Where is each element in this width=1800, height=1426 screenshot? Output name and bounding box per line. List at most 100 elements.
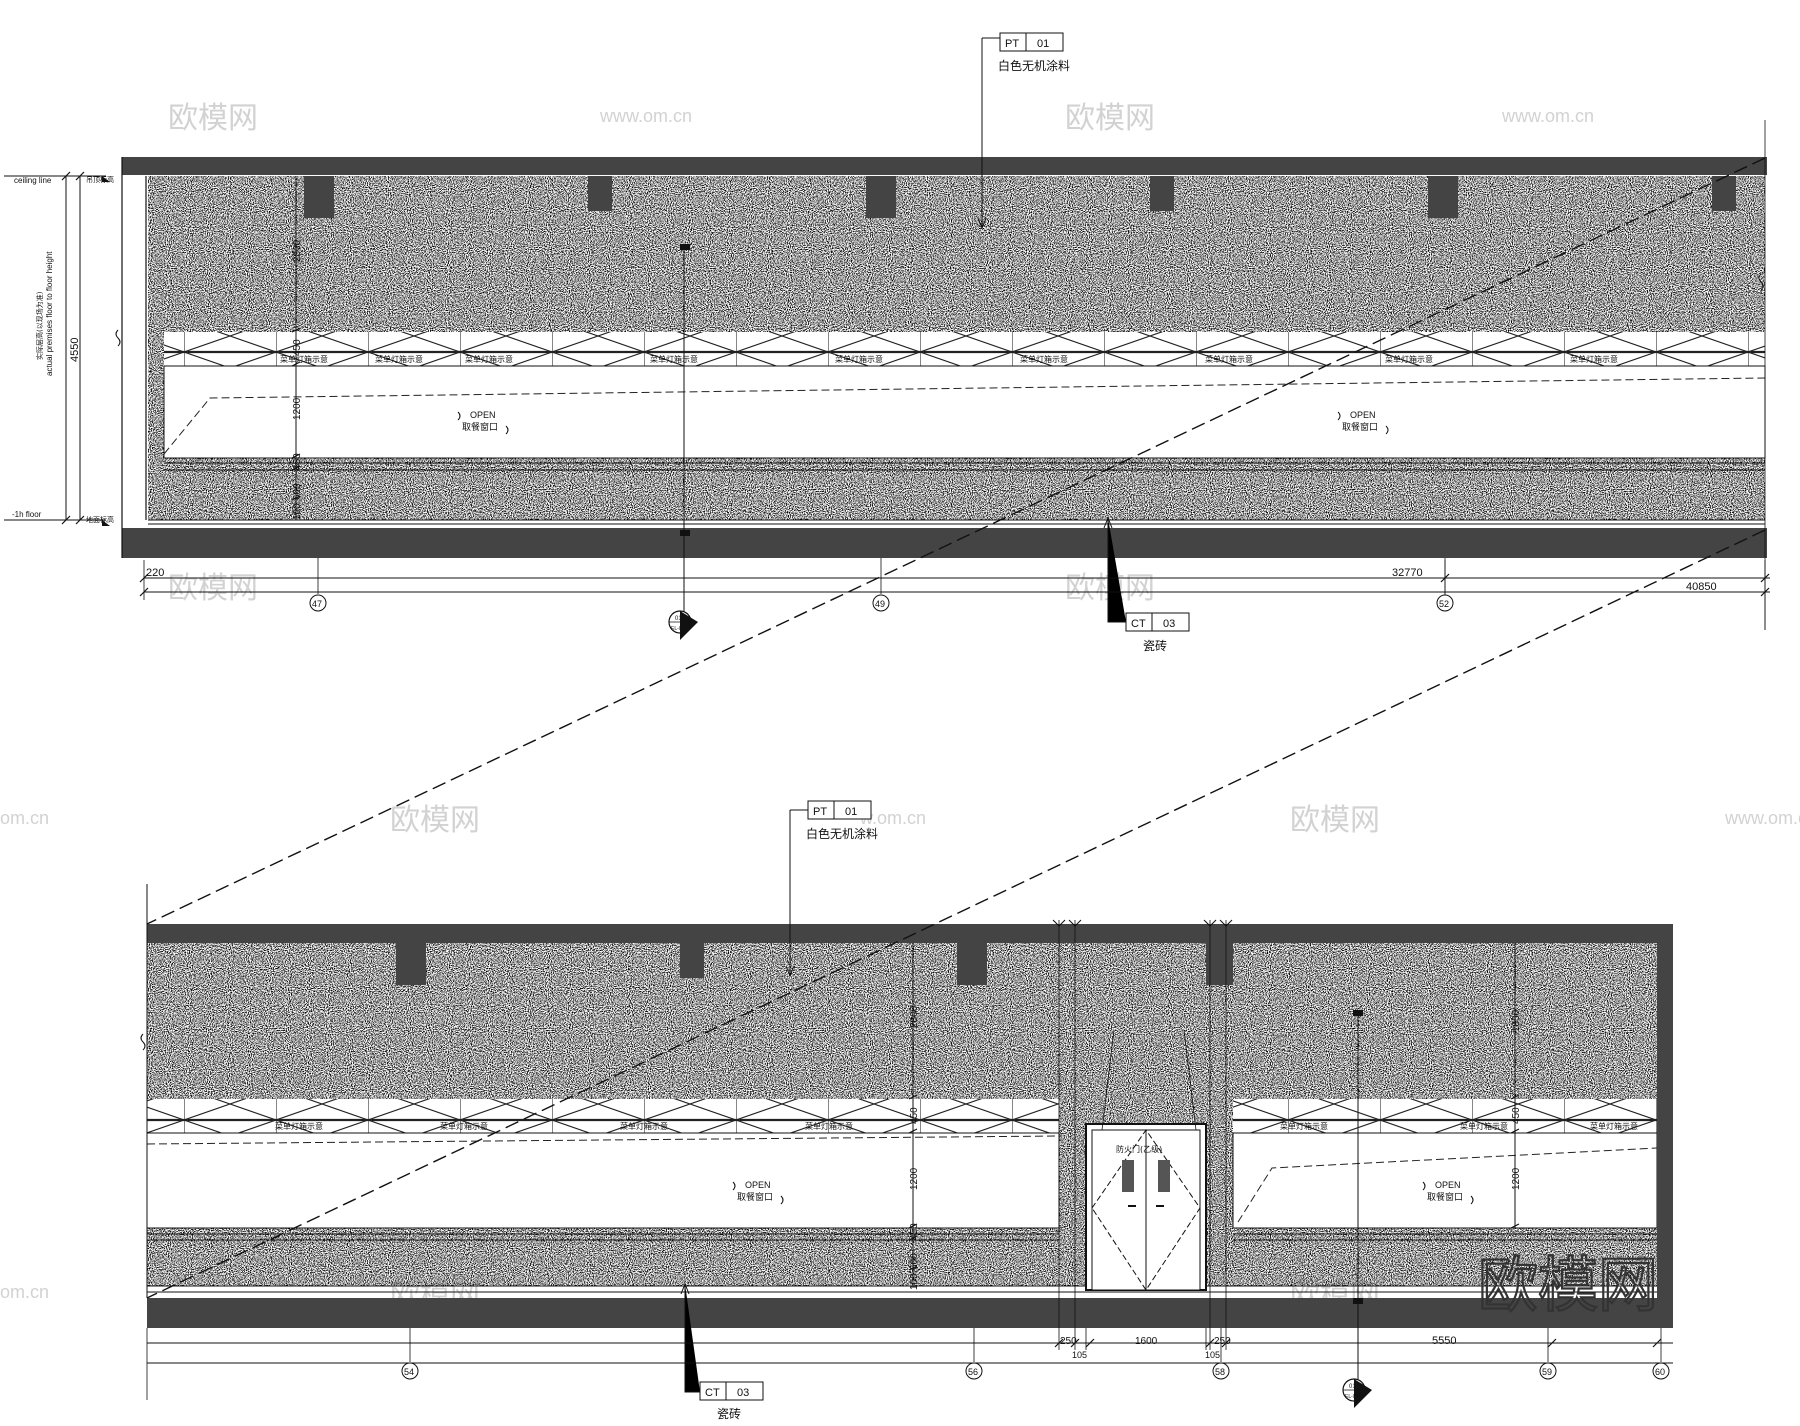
open-tag: OPEN 取餐窗口: [732, 1180, 784, 1205]
svg-text:2800: 2800: [292, 239, 303, 262]
watermark-logo: 欧模网: [1065, 102, 1155, 135]
light-fixture: [1712, 176, 1736, 211]
watermark-site: om.cn: [0, 1282, 49, 1302]
fire-door: 防火门(乙级): [1085, 1029, 1207, 1291]
svg-text:03: 03: [737, 1387, 749, 1399]
svg-text:01: 01: [845, 806, 857, 818]
service-window: [163, 365, 1766, 459]
svg-text:PT: PT: [1005, 38, 1019, 50]
wall-stipple: [148, 176, 1765, 520]
tile-callout: CT 03 瓷砖: [680, 1282, 764, 1421]
svg-text:105: 105: [1205, 1350, 1220, 1360]
svg-text:1200: 1200: [292, 397, 303, 420]
svg-text:OPEN: OPEN: [470, 410, 496, 420]
light-fixture: [957, 943, 987, 985]
vertical-dimension-chain: 2800 450 1200 450 600 100: [908, 943, 920, 1290]
floor-line-label: -1h floor: [12, 510, 42, 519]
ceiling-slab: [122, 157, 1767, 175]
svg-text:实际层高(以现场为准): 实际层高(以现场为准): [35, 291, 44, 360]
sign-lightbox-band: [147, 1099, 1059, 1133]
svg-text:450: 450: [909, 1223, 920, 1240]
svg-text:600: 600: [292, 483, 303, 500]
sign-label: 菜单灯箱示意: [620, 1121, 668, 1131]
grid-axis-label: 59: [1542, 1367, 1552, 1377]
svg-text:01: 01: [1037, 38, 1049, 50]
svg-text:250: 250: [1060, 1336, 1077, 1347]
svg-text:OPEN: OPEN: [745, 1180, 771, 1190]
svg-text:白色无机涂料: 白色无机涂料: [806, 826, 878, 841]
grid-axis-markers: 54 56 58 59 60: [401, 1328, 1670, 1380]
grid-axis-label: 60: [1655, 1367, 1665, 1377]
section-marker: 01 EL-01: [668, 244, 698, 640]
door-vision-panel: [1158, 1160, 1170, 1192]
sign-label: 菜单灯箱示意: [1205, 354, 1253, 364]
watermark-big-logo: 欧模网: [1478, 1251, 1658, 1321]
watermark-site: om.cn: [0, 808, 49, 828]
svg-text:100: 100: [292, 503, 303, 520]
sign-label: 菜单灯箱示意: [805, 1121, 853, 1131]
sign-lightbox-band: [164, 332, 1765, 366]
top-elevation: 菜单灯箱示意 菜单灯箱示意 菜单灯箱示意 菜单灯箱示意 菜单灯箱示意 菜单灯箱示…: [4, 32, 1770, 653]
watermark-logo: 欧模网: [168, 572, 258, 605]
height-caption: actual premises floor to floor height: [45, 251, 54, 376]
grid-axis-markers: 47 49 52: [309, 558, 1454, 612]
sign-label: 菜单灯箱示意: [1020, 354, 1068, 364]
door-extension-lines: [1052, 919, 1233, 1350]
sign-label: 菜单灯箱示意: [280, 354, 328, 364]
sign-label: 菜单灯箱示意: [1385, 354, 1433, 364]
svg-text:01: 01: [675, 616, 682, 622]
svg-text:01: 01: [1349, 1384, 1356, 1390]
svg-text:OPEN: OPEN: [1350, 410, 1376, 420]
watermark-logo: 欧模网: [390, 804, 480, 837]
door-label: 防火门(乙级): [1116, 1144, 1162, 1154]
sign-label: 菜单灯箱示意: [465, 354, 513, 364]
continuation-lines: [146, 120, 1766, 1299]
sign-label: 菜单灯箱示意: [1570, 354, 1618, 364]
svg-text:450: 450: [909, 1107, 920, 1124]
light-fixture: [304, 176, 334, 218]
svg-text:450: 450: [1511, 1107, 1522, 1124]
sign-label: 菜单灯箱示意: [1280, 1121, 1328, 1131]
light-fixture: [1428, 176, 1458, 218]
svg-text:40850: 40850: [1686, 581, 1717, 593]
svg-text:吊顶标高: 吊顶标高: [86, 175, 114, 184]
light-fixture: [680, 943, 704, 978]
svg-text:取餐窗口: 取餐窗口: [1427, 1191, 1463, 1203]
svg-text:地面标高: 地面标高: [86, 515, 114, 524]
svg-text:220: 220: [146, 567, 164, 579]
svg-text:EL-01: EL-01: [671, 626, 685, 632]
sign-label: 菜单灯箱示意: [835, 354, 883, 364]
svg-text:瓷砖: 瓷砖: [1143, 638, 1167, 653]
section-marker: 01 EL-01: [1342, 1010, 1372, 1408]
svg-text:600: 600: [909, 1253, 920, 1270]
svg-text:105: 105: [1072, 1350, 1087, 1360]
svg-text:450: 450: [292, 339, 303, 356]
light-fixture: [866, 176, 896, 218]
svg-text:1600: 1600: [1135, 1336, 1158, 1347]
svg-text:OPEN: OPEN: [1435, 1180, 1461, 1190]
svg-text:100: 100: [909, 1273, 920, 1290]
grid-axis-label: 47: [312, 599, 322, 609]
sign-label: 菜单灯箱示意: [440, 1121, 488, 1131]
svg-text:1850: 1850: [1511, 1009, 1522, 1032]
svg-text:32770: 32770: [1392, 567, 1423, 579]
grid-axis-label: 52: [1439, 599, 1449, 609]
sign-lightbox-band: [1233, 1099, 1657, 1133]
watermark-site: www.om.cn: [599, 106, 692, 126]
horizontal-dimensions: 220 32770 40850: [139, 560, 1770, 630]
svg-text:250: 250: [1214, 1336, 1231, 1347]
floor-slab: [147, 1298, 1673, 1328]
watermark-site: www.om.cn: [1724, 808, 1800, 828]
svg-text:取餐窗口: 取餐窗口: [462, 421, 498, 433]
end-column: [1657, 943, 1673, 1298]
wall-stipple: [147, 943, 1657, 1286]
svg-text:白色无机涂料: 白色无机涂料: [998, 58, 1070, 73]
svg-text:EL-01: EL-01: [1345, 1394, 1359, 1400]
watermark-logo: 欧模网: [168, 102, 258, 135]
svg-text:03: 03: [1163, 618, 1175, 630]
grid-axis-label: 54: [404, 1367, 414, 1377]
downlight-fixtures: [396, 943, 1233, 985]
ceiling-slab: [147, 924, 1673, 943]
downlight-fixtures: [304, 176, 1736, 218]
tile-callout: CT 03 瓷砖: [1103, 516, 1190, 653]
